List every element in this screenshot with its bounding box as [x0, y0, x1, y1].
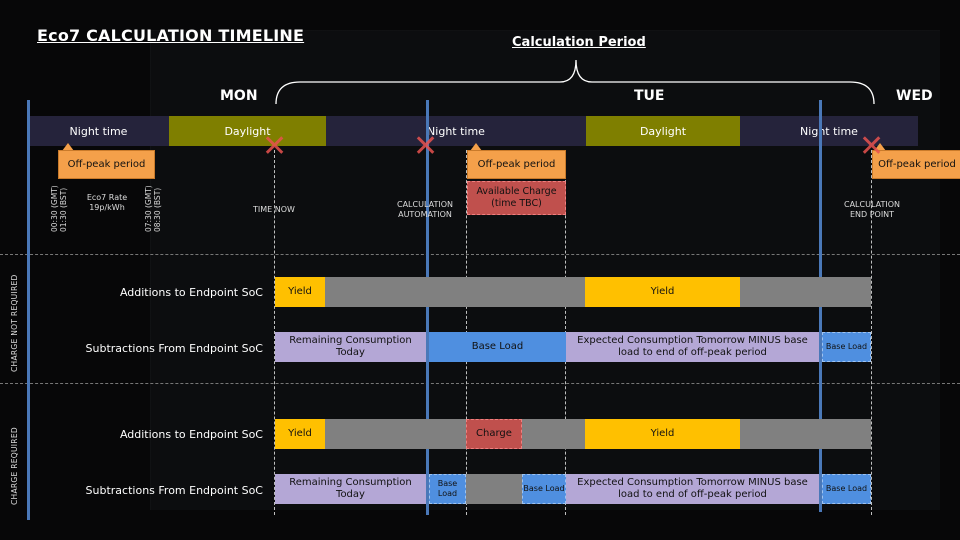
- row2-expected-consumption: Expected Consumption Tomorrow MINUS base…: [566, 332, 819, 362]
- row1-gap-2: [740, 277, 871, 307]
- row3-yield-2: Yield: [585, 419, 740, 449]
- calc-end-line-1: CALCULATION: [844, 200, 900, 209]
- row4-gap: [466, 474, 522, 504]
- offpeak-end-bst: 08:30 (BST): [153, 187, 162, 232]
- calc-automation-x-icon: ✕: [413, 129, 439, 164]
- offpeak-callout-pointer-3: [874, 143, 886, 151]
- row4-base-load-1: Base Load: [429, 474, 466, 504]
- row3-gap-1: [325, 419, 466, 449]
- offpeak-callout-pointer-1: [62, 143, 74, 151]
- available-charge-box: Available Charge (time TBC): [467, 181, 566, 215]
- day-label-mon: MON: [220, 88, 258, 104]
- band-night-1: Night time: [28, 116, 169, 146]
- offpeak-callout-3: Off-peak period: [872, 150, 960, 179]
- row-label-additions-2: Additions to Endpoint SoC: [119, 428, 263, 441]
- row-label-subtractions-2: Subtractions From Endpoint SoC: [85, 484, 263, 497]
- row4-base-load-end: Base Load: [822, 474, 871, 504]
- separator-line-2: [0, 383, 960, 384]
- calc-automation-line: [426, 100, 429, 515]
- offpeak-callout-2: Off-peak period: [467, 150, 566, 179]
- row3-charge: Charge: [466, 419, 522, 449]
- time-now-label: TIME NOW: [253, 205, 295, 214]
- row-label-additions-1: Additions to Endpoint SoC: [119, 286, 263, 299]
- eco7-rate: Eco7 Rate 19p/kWh: [82, 193, 132, 213]
- calc-end-line-2: END POINT: [849, 210, 895, 219]
- band-night-3: Night time: [740, 116, 918, 146]
- calculation-period-brace: [275, 59, 875, 105]
- calc-end-x-icon: ✕: [859, 129, 885, 164]
- calculation-period-label: Calculation Period: [512, 35, 646, 50]
- row3-gap-2: [522, 419, 585, 449]
- row-label-subtractions-1: Subtractions From Endpoint SoC: [85, 342, 263, 355]
- timeline-start-line: [27, 100, 30, 520]
- row4-base-load-2: Base Load: [522, 474, 566, 504]
- calc-automation-line-2: AUTOMATION: [398, 210, 452, 219]
- calc-automation-line-1: CALCULATION: [397, 200, 453, 209]
- row2-remaining-consumption: Remaining Consumption Today: [275, 332, 426, 362]
- offpeak-end-time: 07:30 (GMT) 08:30 (BST): [144, 185, 162, 232]
- calc-end-dashed-line: [871, 150, 872, 515]
- row4-expected-consumption: Expected Consumption Tomorrow MINUS base…: [566, 474, 819, 504]
- band-night-2: Night time: [326, 116, 586, 146]
- time-now-x-icon: ✕: [262, 129, 288, 164]
- band-daylight-1: Daylight: [169, 116, 326, 146]
- calc-end-label: CALCULATION END POINT: [836, 200, 908, 220]
- row1-yield-1: Yield: [275, 277, 325, 307]
- day-label-wed: WED: [896, 88, 933, 104]
- separator-line-1: [0, 254, 960, 255]
- calc-automation-label: CALCULATION AUTOMATION: [390, 200, 460, 220]
- row2-base-load: Base Load: [429, 332, 566, 362]
- page-title: Eco7 CALCULATION TIMELINE: [37, 26, 305, 45]
- eco7-rate-label: Eco7 Rate: [86, 193, 128, 202]
- row2-base-load-end: Base Load: [822, 332, 871, 362]
- row1-gap-1: [325, 277, 585, 307]
- row1-yield-2: Yield: [585, 277, 740, 307]
- band-daylight-2: Daylight: [586, 116, 740, 146]
- row3-yield-1: Yield: [275, 419, 325, 449]
- offpeak-start-gmt: 00:30 (GMT): [50, 185, 59, 232]
- eco7-rate-value: 19p/kWh: [89, 203, 125, 212]
- time-now-dashed-line: [274, 150, 275, 515]
- offpeak-start-bst: 01:30 (BST): [59, 187, 68, 232]
- offpeak-callout-1: Off-peak period: [58, 150, 155, 179]
- offpeak-end-gmt: 07:30 (GMT): [144, 185, 153, 232]
- offpeak-callout-pointer-2: [470, 143, 482, 151]
- row3-gap-3: [740, 419, 871, 449]
- day-label-tue: TUE: [634, 88, 665, 104]
- row4-remaining-consumption: Remaining Consumption Today: [275, 474, 426, 504]
- offpeak-start-time: 00:30 (GMT) 01:30 (BST): [50, 185, 68, 232]
